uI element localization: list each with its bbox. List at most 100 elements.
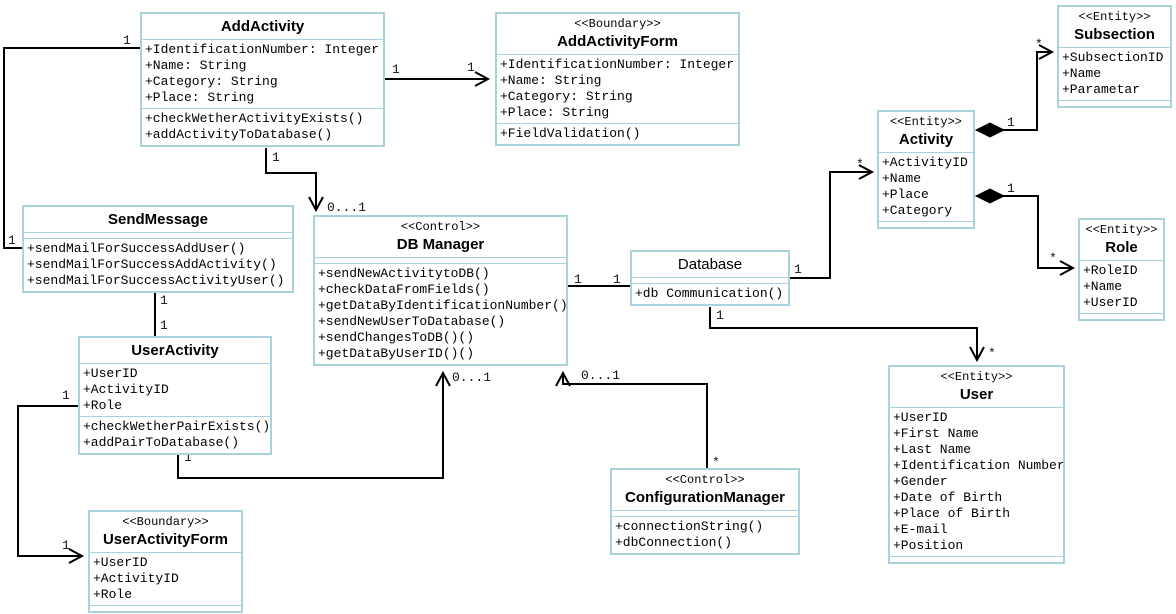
attributes-compartment: +RoleID+Name+UserID	[1080, 261, 1163, 314]
member-line: +FieldValidation()	[500, 126, 641, 141]
member-line: +RoleID	[1083, 263, 1138, 278]
edge-database-activity	[790, 164, 875, 279]
class-box-useractivityform[interactable]: <<Boundary>> UserActivityForm +UserID+Ac…	[88, 510, 243, 613]
member-line: +sendMailForSuccessAddActivity()	[27, 257, 277, 272]
class-box-configurationmanager[interactable]: <<Control>> ConfigurationManager +connec…	[610, 468, 800, 555]
member-line: +UserID	[93, 555, 148, 570]
multiplicity-label: *	[856, 157, 864, 172]
class-box-user[interactable]: <<Entity>> User +UserID+First Name+Last …	[888, 365, 1065, 564]
member-line: +dbConnection()	[615, 535, 733, 550]
class-name: UserActivity	[131, 342, 219, 359]
multiplicity-label: 1	[392, 62, 400, 77]
class-box-useractivity[interactable]: UserActivity +UserID+ActivityID+Role +ch…	[78, 336, 272, 455]
member-line: +E-mail	[893, 522, 948, 537]
class-box-addactivityform[interactable]: <<Boundary>> AddActivityForm +Identifica…	[495, 12, 740, 146]
edge-database-user	[709, 307, 985, 363]
member-line: +Gender	[893, 474, 948, 489]
member-line: +Place	[882, 187, 929, 202]
stereotype-label: <<Control>>	[400, 220, 481, 234]
attributes-compartment: +IdentificationNumber: Integer+Name: Str…	[497, 55, 738, 124]
member-line: +Name: String	[145, 58, 247, 73]
attributes-compartment	[632, 278, 788, 284]
edge-activity-role	[1002, 195, 1076, 276]
member-line: +Last Name	[893, 442, 972, 457]
class-name: AddActivityForm	[557, 33, 678, 50]
attributes-compartment	[315, 258, 566, 264]
class-box-dbmanager[interactable]: <<Control>> DB Manager +sendNewActivityt…	[313, 215, 568, 366]
attributes-compartment: +UserID+ActivityID+Role	[90, 553, 241, 606]
class-header: <<Entity>> User	[890, 367, 1063, 408]
class-name: DB Manager	[396, 236, 485, 253]
member-line: +Name	[882, 171, 922, 186]
member-line: +Role	[83, 398, 123, 413]
multiplicity-label: 1	[613, 272, 621, 287]
class-box-addactivity[interactable]: AddActivity +IdentificationNumber: Integ…	[140, 12, 385, 147]
attributes-compartment: +UserID+ActivityID+Role	[80, 364, 270, 417]
multiplicity-label: 1	[160, 293, 168, 308]
methods-compartment: +connectionString()+dbConnection()	[612, 517, 798, 553]
multiplicity-label: 1	[8, 233, 16, 248]
edge-useractivity-useractivityform	[17, 405, 85, 564]
class-header: SendMessage	[24, 207, 292, 233]
class-name: Activity	[898, 131, 954, 148]
multiplicity-label: 0...1	[327, 200, 367, 215]
member-line: +Category: String	[500, 89, 633, 104]
multiplicity-label: 1	[1007, 115, 1015, 130]
member-line: +checkDataFromFields()	[318, 282, 490, 297]
methods-compartment: +FieldValidation()	[497, 124, 738, 144]
methods-compartment: +sendMailForSuccessAddUser()+sendMailFor…	[24, 239, 292, 291]
multiplicity-label: 1	[160, 318, 168, 333]
member-line: +getDataByUserID()()	[318, 346, 475, 361]
attributes-compartment: +IdentificationNumber: Integer+Name: Str…	[142, 40, 383, 109]
class-name: AddActivity	[220, 18, 305, 35]
class-header: UserActivity	[80, 338, 270, 364]
methods-compartment: +db Communication()	[632, 284, 788, 304]
methods-compartment	[1080, 314, 1163, 319]
member-line: +First Name	[893, 426, 979, 441]
class-box-activity[interactable]: <<Entity>> Activity +ActivityID+Name+Pla…	[877, 110, 975, 229]
multiplicity-label: *	[712, 455, 720, 470]
class-name: Role	[1105, 239, 1138, 256]
attributes-compartment	[612, 511, 798, 517]
member-line: +Place: String	[145, 90, 255, 105]
class-header: AddActivity	[142, 14, 383, 40]
member-line: +addPairToDatabase()	[83, 435, 240, 450]
member-line: +Parametar	[1062, 82, 1141, 97]
class-header: <<Boundary>> AddActivityForm	[497, 14, 738, 55]
multiplicity-label: 1	[467, 60, 475, 75]
class-header: <<Control>> DB Manager	[315, 217, 566, 258]
edge-configurationmanager-dbmanager	[555, 370, 708, 468]
stereotype-label: <<Entity>>	[1078, 10, 1151, 24]
multiplicity-label: *	[1035, 37, 1043, 52]
member-line: +sendMailForSuccessAddUser()	[27, 241, 246, 256]
methods-compartment	[879, 222, 973, 227]
member-line: +addActivityToDatabase()	[145, 127, 333, 142]
multiplicity-label: *	[988, 346, 996, 361]
attributes-compartment: +SubsectionID+Name+Parametar	[1059, 48, 1170, 101]
class-box-database[interactable]: Database +db Communication()	[630, 250, 790, 306]
member-line: +sendNewUserToDatabase()	[318, 314, 506, 329]
member-line: +ActivityID	[882, 155, 968, 170]
class-box-sendmessage[interactable]: SendMessage +sendMailForSuccessAddUser()…	[22, 205, 294, 293]
multiplicity-label: 1	[574, 272, 582, 287]
stereotype-label: <<Boundary>>	[574, 17, 661, 31]
methods-compartment	[890, 557, 1063, 562]
member-line: +ActivityID	[83, 382, 169, 397]
methods-compartment: +checkWetherActivityExists()+addActivity…	[142, 109, 383, 145]
member-line: +UserID	[893, 410, 948, 425]
class-box-subsection[interactable]: <<Entity>> Subsection +SubsectionID+Name…	[1057, 5, 1172, 108]
methods-compartment: +checkWetherPairExists()+addPairToDataba…	[80, 417, 270, 453]
member-line: +IdentificationNumber: Integer	[500, 57, 735, 72]
composition-diamond-subsection	[974, 122, 1006, 138]
member-line: +getDataByIdentificationNumber()	[318, 298, 566, 313]
class-box-role[interactable]: <<Entity>> Role +RoleID+Name+UserID	[1078, 218, 1165, 321]
methods-compartment	[90, 606, 241, 611]
member-line: +ActivityID	[93, 571, 179, 586]
multiplicity-label: 0...1	[581, 368, 621, 383]
multiplicity-label: 1	[184, 450, 192, 465]
class-header: <<Entity>> Activity	[879, 112, 973, 153]
member-line: +Position	[893, 538, 964, 553]
multiplicity-label: 1	[62, 538, 70, 553]
class-header: <<Entity>> Role	[1080, 220, 1163, 261]
member-line: +IdentificationNumber: Integer	[145, 42, 380, 57]
